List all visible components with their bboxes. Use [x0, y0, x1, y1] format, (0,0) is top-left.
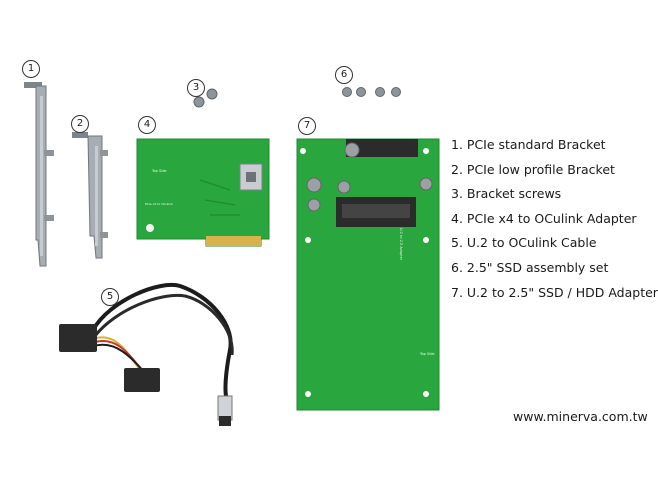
legend-item: 5. U.2 to OCulink Cable — [451, 235, 597, 251]
u2-ssd-hdd-adapter: U.2 to 2.5 Adapter Top Side — [296, 138, 440, 411]
callout-7: 7 — [298, 117, 316, 135]
pcie-standard-bracket — [24, 82, 54, 267]
legend-item: 1. PCIe standard Bracket — [451, 137, 606, 152]
callout-1: 1 — [22, 60, 40, 78]
legend-item: 3. Bracket screws — [451, 186, 562, 202]
callout-2: 2 — [71, 115, 89, 133]
parts-legend: 1. PCIe standard Bracket 2. PCIe low pro… — [451, 136, 658, 308]
svg-text:U.2 to 2.5 Adapter: U.2 to 2.5 Adapter — [399, 228, 403, 261]
legend-item: 7. U.2 to 2.5" SSD / HDD Adapter — [451, 284, 658, 300]
pcie-x4-oculink-adapter: Top Side PCIe x4 to OCulink — [136, 138, 270, 247]
ssd-screws — [342, 87, 401, 97]
callout-3: 3 — [187, 79, 205, 97]
callout-6: 6 — [335, 66, 353, 84]
pcie-low-profile-bracket — [72, 132, 108, 259]
product-illustration: Top Side PCIe x4 to OCulink — [24, 82, 440, 426]
legend-item: 2. PCIe low profile Bracket — [451, 161, 615, 177]
website-credit: www.minerva.com.tw — [513, 409, 648, 424]
svg-text:Top Side: Top Side — [419, 352, 435, 356]
u2-oculink-cable — [59, 282, 234, 426]
callout-4: 4 — [138, 116, 156, 134]
legend-item: 4. PCIe x4 to OCulink Adapter — [451, 210, 637, 226]
svg-text:Top Side: Top Side — [151, 169, 167, 173]
svg-text:PCIe x4 to OCulink: PCIe x4 to OCulink — [145, 202, 173, 206]
legend-item: 6. 2.5" SSD assembly set — [451, 259, 609, 275]
bracket-screws — [193, 88, 218, 108]
callout-5: 5 — [101, 288, 119, 306]
